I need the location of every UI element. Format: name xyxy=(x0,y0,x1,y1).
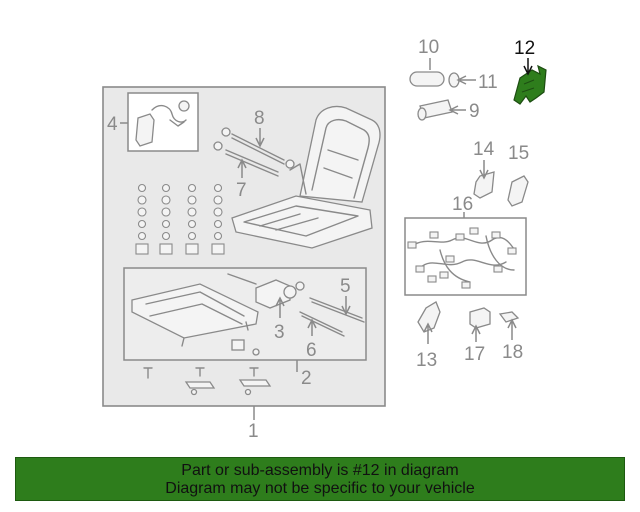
callout-8: 8 xyxy=(254,108,265,129)
callout-7: 7 xyxy=(236,180,247,201)
callout-2: 2 xyxy=(301,368,312,389)
part-10-cap[interactable] xyxy=(409,71,445,87)
part-17-bracket[interactable] xyxy=(469,307,491,329)
banner-line-1: Part or sub-assembly is #12 in diagram xyxy=(181,462,459,479)
parts-diagram: 1 2 3 4 5 6 7 8 9 10 11 12 13 14 15 16 1… xyxy=(102,37,547,442)
leader-12 xyxy=(523,58,533,76)
callout-3: 3 xyxy=(274,322,285,343)
leader-7 xyxy=(237,158,247,178)
callout-17: 17 xyxy=(464,344,485,365)
callout-1: 1 xyxy=(248,421,259,442)
banner-line-2: Diagram may not be specific to your vehi… xyxy=(165,480,475,497)
part-4-switch[interactable] xyxy=(135,100,190,147)
seat-cushion-frame[interactable] xyxy=(231,195,373,249)
part-info-banner: Part or sub-assembly is #12 in diagram D… xyxy=(15,457,625,501)
callout-18: 18 xyxy=(502,342,523,363)
fastener-columns xyxy=(135,183,225,255)
callout-4: 4 xyxy=(107,114,118,135)
callout-9: 9 xyxy=(469,101,480,122)
leader-3 xyxy=(275,296,285,318)
leader-9 xyxy=(448,105,466,115)
leader-13 xyxy=(423,322,433,344)
part-15-cover[interactable] xyxy=(507,175,529,207)
leader-6 xyxy=(307,318,317,336)
seat-rail[interactable] xyxy=(131,283,259,347)
callout-14: 14 xyxy=(473,139,495,160)
leader-5 xyxy=(341,296,351,316)
callout-13: 13 xyxy=(416,350,437,371)
leader-17 xyxy=(471,324,481,342)
small-clip xyxy=(295,281,305,291)
callout-15: 15 xyxy=(508,143,529,164)
part-2-small-bits xyxy=(231,339,260,356)
part-12-bracket[interactable] xyxy=(513,64,547,105)
callout-16: 16 xyxy=(452,194,473,215)
callout-12: 12 xyxy=(514,38,535,59)
part-16-wire-harness[interactable] xyxy=(407,227,517,289)
part-5-cable[interactable] xyxy=(309,297,365,323)
part-18-clip[interactable] xyxy=(498,311,520,323)
callout-11: 11 xyxy=(478,72,498,93)
part-14-cover[interactable] xyxy=(473,171,495,199)
seat-back-frame[interactable] xyxy=(289,105,381,203)
leader-18 xyxy=(507,318,517,340)
bottom-fasteners xyxy=(143,367,272,396)
part-8-rod[interactable] xyxy=(221,127,295,169)
part-6-cable[interactable] xyxy=(299,311,345,337)
callout-6: 6 xyxy=(306,340,317,361)
part-7-rod[interactable] xyxy=(213,141,279,177)
callout-5: 5 xyxy=(340,276,351,297)
leader-14 xyxy=(479,160,489,180)
leader-8 xyxy=(255,128,265,148)
leader-11 xyxy=(456,75,476,85)
part-9-knob[interactable] xyxy=(417,99,453,121)
callout-10: 10 xyxy=(418,37,439,58)
